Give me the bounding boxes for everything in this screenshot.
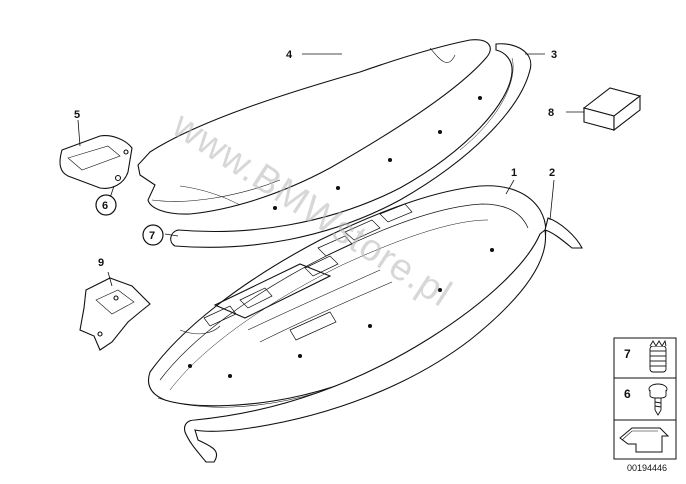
part-9-mounting-bracket xyxy=(79,277,151,351)
callout-1: 1 xyxy=(511,167,517,179)
callout-6-circled: 6 xyxy=(95,194,117,216)
callout-8: 8 xyxy=(548,107,554,119)
part-2-side-trim xyxy=(184,217,583,463)
direction-arrow-icon xyxy=(619,427,670,453)
fastener-legend: 7 6 xyxy=(613,337,677,460)
callout-7-circled: 7 xyxy=(142,224,164,246)
callout-7: 7 xyxy=(149,230,155,242)
callout-3: 3 xyxy=(551,49,557,61)
callout-4: 4 xyxy=(286,49,293,61)
part-5-bracket-cover xyxy=(59,135,133,189)
callout-5: 5 xyxy=(74,109,80,121)
part-4-cover-panel xyxy=(137,39,491,215)
callout-6: 6 xyxy=(102,200,108,212)
legend-item-6-label: 6 xyxy=(624,387,631,401)
leader-lines xyxy=(77,53,584,287)
part-3-seal-strip xyxy=(170,43,532,248)
part-8-foam-block xyxy=(582,87,642,132)
expansion-nut-icon xyxy=(649,339,667,373)
screw-icon xyxy=(648,383,668,416)
legend-item-7-label: 7 xyxy=(624,347,631,361)
callout-9: 9 xyxy=(98,257,104,269)
document-id: 00194446 xyxy=(627,463,667,473)
callout-2: 2 xyxy=(549,167,555,179)
